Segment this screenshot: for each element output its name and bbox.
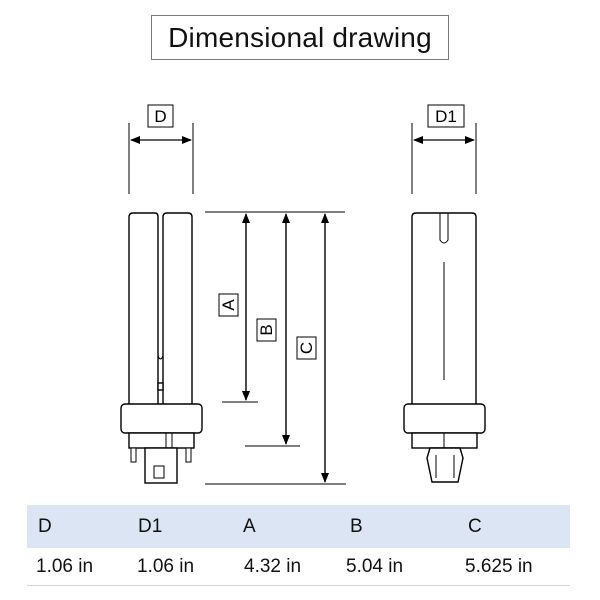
value-cell-a: 4.32 in [244,555,302,577]
value-cell-d1: 1.06 in [137,555,195,577]
lamp-dimension-drawing: A B C D D1 [120,104,486,485]
lamp-front-view [120,123,203,484]
svg-text:C: C [297,342,316,354]
label-d1: D1 [427,104,465,128]
svg-text:D1: D1 [435,107,457,126]
svg-text:D: D [154,107,166,126]
label-d: D [147,104,174,128]
value-cell-d: 1.06 in [36,555,94,577]
label-c: C [296,336,317,360]
value-cell-c: 5.625 in [465,555,533,577]
drawing-title: Dimensional drawing [151,15,449,60]
label-a: A [218,293,239,317]
header-cell-d: D [38,515,52,537]
lamp-side-view [403,123,486,483]
dimension-table: D D1 A B C 1.06 in 1.06 in 4.32 in 5.04 … [27,505,570,586]
value-cell-b: 5.04 in [346,555,404,577]
table-header-row: D D1 A B C [27,505,570,548]
table-value-row: 1.06 in 1.06 in 4.32 in 5.04 in 5.625 in [27,548,570,586]
svg-text:B: B [257,324,276,335]
header-cell-d1: D1 [138,515,163,537]
header-cell-b: B [350,515,363,537]
header-cell-c: C [468,515,482,537]
label-b: B [256,318,277,342]
vertical-dimensions [205,211,346,485]
svg-text:A: A [219,299,238,311]
header-cell-a: A [243,515,256,537]
